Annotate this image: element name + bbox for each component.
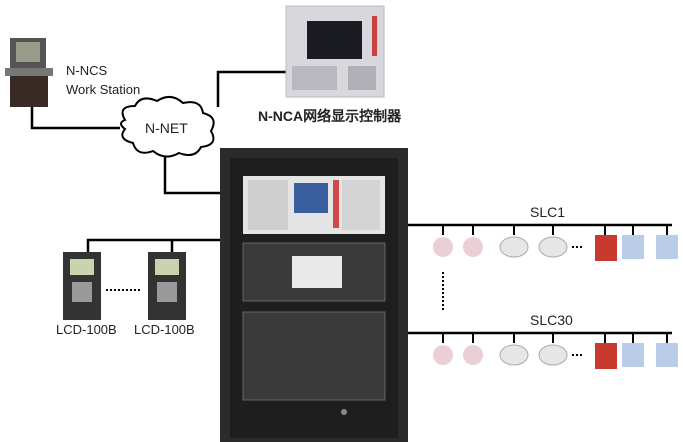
manual-call-point-icon — [595, 235, 617, 261]
workstation-label-2: Work Station — [66, 82, 141, 97]
smoke-detector-icon — [538, 344, 568, 366]
lcd-annunciator-icon — [148, 252, 186, 320]
wire-cabinet — [163, 150, 222, 195]
smoke-detector-icon — [499, 236, 529, 258]
lcd-label: LCD-100B — [134, 322, 195, 337]
module-icon — [656, 343, 678, 367]
nca-label: N-NCA网络显示控制器 — [258, 108, 402, 124]
smoke-detector-icon — [538, 236, 568, 258]
lcd-annunciator-icon — [63, 252, 101, 320]
network-cloud-icon — [120, 96, 215, 158]
loop-label-slc30: SLC30 — [530, 312, 573, 328]
heat-detector-icon — [463, 237, 483, 257]
network-label: N-NET — [145, 120, 188, 136]
heat-detector-icon — [433, 237, 453, 257]
wires — [30, 70, 672, 335]
smoke-detector-icon — [499, 344, 529, 366]
wire-lcd-bus — [86, 238, 222, 252]
heat-detector-icon — [463, 345, 483, 365]
lcd-label: LCD-100B — [56, 322, 117, 337]
workstation-icon — [5, 38, 53, 107]
loop-label-slc1: SLC1 — [530, 204, 566, 220]
workstation-label-1: N-NCS — [66, 63, 108, 78]
heat-detector-icon — [433, 345, 453, 365]
wire-nca — [216, 70, 286, 107]
control-cabinet-icon — [220, 148, 408, 442]
wire-workstation — [30, 107, 120, 130]
module-icon — [622, 235, 644, 259]
manual-call-point-icon — [595, 343, 617, 369]
module-icon — [622, 343, 644, 367]
module-icon — [656, 235, 678, 259]
nca-panel-icon — [285, 5, 385, 98]
